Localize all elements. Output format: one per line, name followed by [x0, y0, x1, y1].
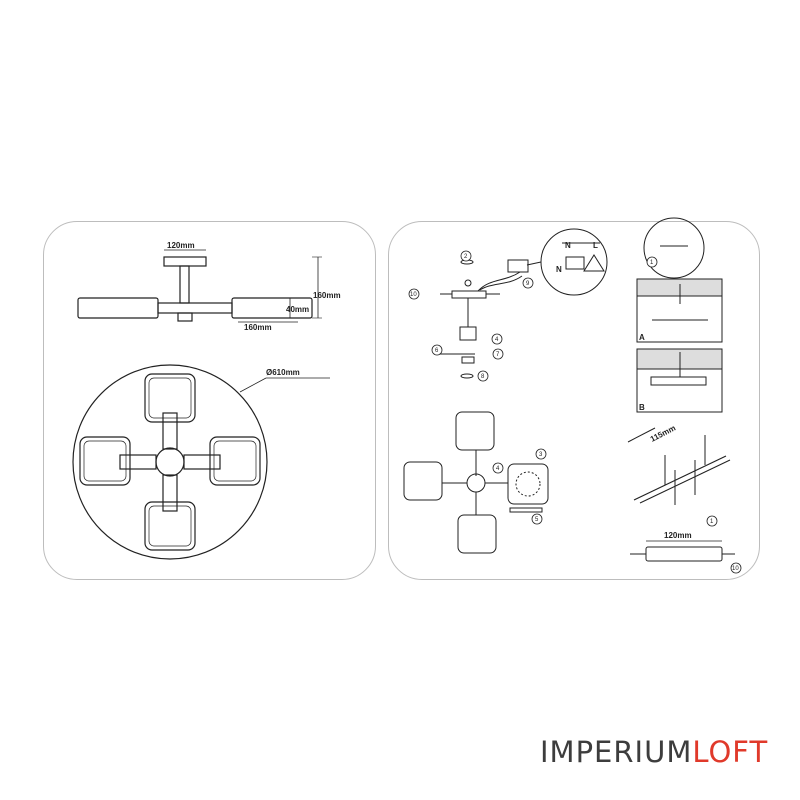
step-2-badge: 2	[464, 254, 468, 260]
wire-l: L	[593, 241, 598, 250]
shade-right	[209, 436, 261, 486]
shade-left	[79, 436, 131, 486]
led-module	[507, 463, 549, 505]
hub	[155, 447, 185, 477]
wiring-detail	[540, 228, 608, 296]
dim-bracket-width: 120mm	[664, 531, 692, 540]
hazard-icon	[583, 254, 605, 272]
step-1b-badge: 1	[710, 519, 714, 525]
dim-diameter: Ø610mm	[266, 368, 300, 377]
dim-shade-height: 40mm	[286, 305, 309, 314]
side-hub	[177, 312, 193, 322]
install-shade-top	[455, 411, 495, 451]
top-view	[72, 364, 330, 560]
step1-detail	[643, 217, 705, 279]
dim-hole-spacing: 115mm	[649, 423, 677, 443]
brand-part1: IMPERIUM	[540, 735, 693, 769]
mount-label-b: B	[639, 403, 645, 412]
mount-label-a: A	[639, 333, 645, 342]
arm-top	[162, 412, 178, 450]
dim-overall-height: 160mm	[313, 291, 341, 300]
mount-bar	[645, 546, 723, 562]
install-shade-left	[403, 461, 443, 501]
step-4b-badge: 4	[495, 337, 499, 343]
shade-bottom	[144, 501, 196, 551]
wire-n-top: N	[565, 241, 571, 250]
install-shade-bottom	[457, 514, 497, 554]
step-6-badge: 6	[435, 348, 439, 354]
arm-bottom	[162, 474, 178, 512]
step-10-badge: 10	[410, 292, 417, 298]
step-5-badge: 5	[535, 517, 539, 523]
step-8-badge: 8	[481, 374, 485, 380]
dim-canopy-width: 120mm	[167, 241, 195, 250]
wire-n-bottom: N	[556, 265, 562, 274]
diameter-circle	[72, 364, 268, 560]
terminal-block	[507, 259, 529, 273]
side-shade-right	[231, 297, 313, 319]
step-3-badge: 3	[539, 452, 543, 458]
brand-part2: LOFT	[692, 735, 769, 769]
cable	[477, 271, 521, 292]
step-1-badge: 1	[650, 260, 654, 266]
mount-bracket	[633, 455, 727, 501]
shade-top	[144, 373, 196, 423]
dimensions-panel	[43, 221, 376, 580]
dim-arm-length: 160mm	[244, 323, 272, 332]
brand-logo: IMPERIUMLOFT	[540, 735, 768, 769]
junction-block	[459, 326, 477, 341]
step-9-badge: 9	[526, 281, 530, 287]
step-7-badge: 7	[496, 352, 500, 358]
step-4-badge: 4	[496, 466, 500, 472]
step-10b-badge: 10	[732, 566, 739, 572]
mount-plate	[451, 290, 487, 299]
side-view	[77, 249, 322, 323]
